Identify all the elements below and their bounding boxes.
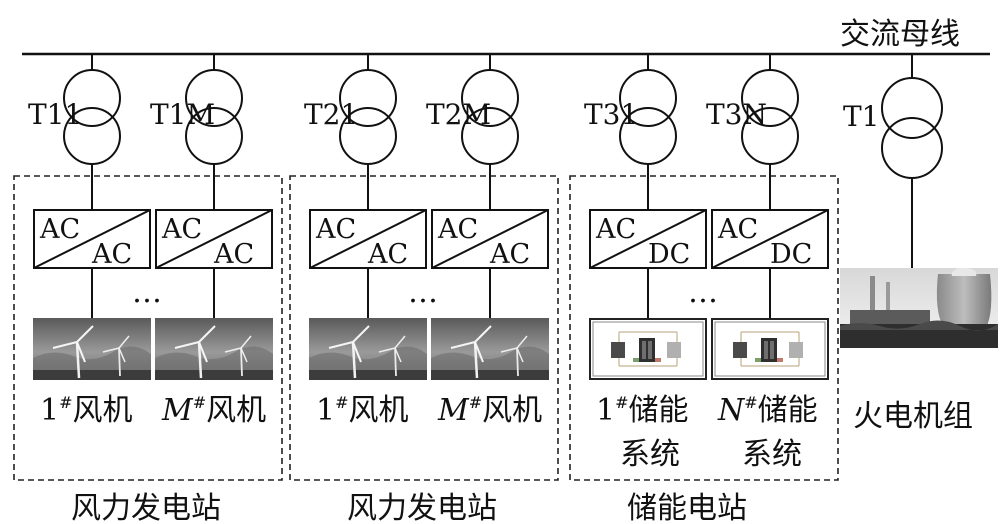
converter-diagonal bbox=[309, 209, 427, 269]
converter-diagonal bbox=[711, 209, 829, 269]
transformer-label: T31 bbox=[584, 98, 638, 131]
converter-input-label: AC bbox=[39, 214, 80, 245]
unit-label: 1#储能 bbox=[596, 393, 689, 428]
converter-input-label: AC bbox=[315, 214, 356, 245]
converter-input-label: AC bbox=[437, 214, 478, 245]
transformer-label: T1M bbox=[150, 98, 215, 131]
power-plant-icon bbox=[840, 268, 998, 348]
wind-turbine-icon bbox=[429, 316, 551, 382]
wind-turbine-icon bbox=[307, 316, 429, 382]
converter-input-label: AC bbox=[595, 214, 636, 245]
transformer-label: T1 bbox=[843, 100, 880, 133]
transformer-primary-winding bbox=[339, 69, 397, 127]
converter-input-label: AC bbox=[161, 214, 202, 245]
ellipsis: … bbox=[132, 275, 162, 310]
converter-diagonal bbox=[33, 209, 151, 269]
converter-diagonal bbox=[431, 209, 549, 269]
battery-storage-icon bbox=[711, 318, 829, 380]
unit-label: 1#风机 bbox=[316, 393, 409, 428]
unit-label: M#风机 bbox=[161, 393, 266, 428]
wind-turbine-icon bbox=[153, 316, 275, 382]
transformer-primary-winding bbox=[63, 69, 121, 127]
transformer-label: T11 bbox=[28, 98, 82, 131]
unit-label: M#风机 bbox=[437, 393, 542, 428]
converter-diagonal bbox=[155, 209, 273, 269]
converter-output-label: AC bbox=[367, 239, 408, 270]
unit-label: N#储能 bbox=[717, 393, 818, 428]
ellipsis: … bbox=[408, 275, 438, 310]
converter-diagonal bbox=[589, 209, 707, 269]
wind-turbine-icon bbox=[31, 316, 153, 382]
converter-input-label: AC bbox=[717, 214, 758, 245]
bus-label: 交流母线 bbox=[840, 17, 960, 52]
ellipsis: … bbox=[688, 275, 718, 310]
converter-output-label: DC bbox=[770, 239, 812, 270]
thermal-unit-label: 火电机组 bbox=[853, 399, 973, 434]
station-name: 储能电站 bbox=[627, 491, 747, 524]
transformer-label: T3N bbox=[706, 98, 767, 131]
converter-output-label: AC bbox=[91, 239, 132, 270]
station-boundary bbox=[13, 175, 283, 481]
transformer-primary-winding bbox=[185, 69, 243, 127]
transformer-secondary-winding bbox=[881, 117, 943, 179]
transformer-primary-winding bbox=[461, 69, 519, 127]
unit-label-line2: 系统 bbox=[742, 437, 802, 472]
converter-output-label: AC bbox=[489, 239, 530, 270]
converter-output-label: DC bbox=[648, 239, 690, 270]
unit-label: 1#风机 bbox=[40, 393, 133, 428]
station-boundary bbox=[569, 175, 839, 481]
station-name: 风力发电站 bbox=[71, 491, 221, 524]
station-name: 风力发电站 bbox=[347, 491, 497, 524]
transformer-label: T21 bbox=[304, 98, 358, 131]
converter-output-label: AC bbox=[213, 239, 254, 270]
transformer-primary-winding bbox=[741, 69, 799, 127]
unit-label-line2: 系统 bbox=[620, 437, 680, 472]
station-boundary bbox=[289, 175, 559, 481]
transformer-label: T2M bbox=[426, 98, 491, 131]
transformer-primary-winding bbox=[619, 69, 677, 127]
transformer-primary-winding bbox=[881, 77, 943, 139]
thermal-unit: T1 火电机组 bbox=[840, 54, 998, 434]
battery-storage-icon bbox=[589, 318, 707, 380]
